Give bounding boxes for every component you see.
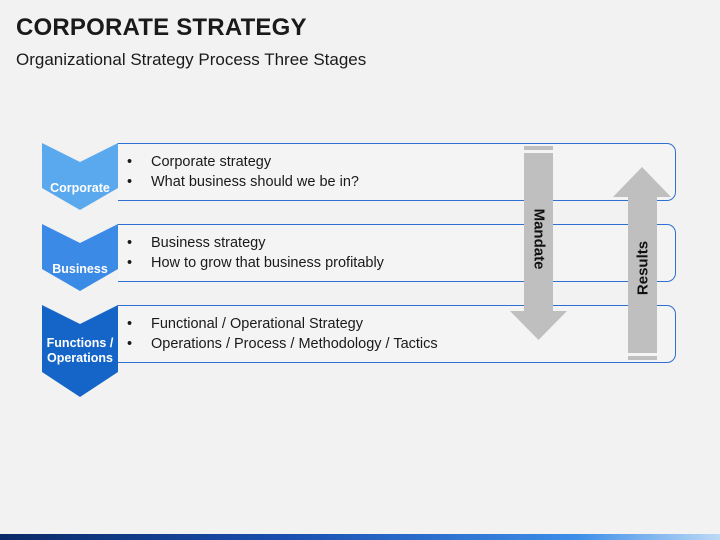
stage-box-business (118, 224, 676, 282)
mandate-arrow (510, 146, 567, 340)
stage-label-operations-line1: Functions / (46, 336, 114, 350)
list-item: •Corporate strategy (127, 154, 272, 170)
list-item: •Operations / Process / Methodology / Ta… (127, 336, 438, 352)
list-item: •Business strategy (127, 235, 266, 251)
bullet-icon: • (127, 154, 133, 170)
chevron-operations (42, 305, 118, 397)
stage-box-corporate (118, 143, 676, 201)
stage-box-operations (118, 305, 676, 363)
bullet-icon: • (127, 336, 133, 352)
stage-label-operations-line2: Operations (47, 351, 113, 365)
bullet-list-operations: •Functional / Operational Strategy •Oper… (127, 314, 438, 354)
bullet-icon: • (127, 174, 133, 190)
bullet-icon: • (127, 316, 133, 332)
results-arrow (613, 167, 671, 360)
bullet-icon: • (127, 255, 133, 271)
stage-label-operations: Functions / Operations (42, 336, 118, 366)
chevron-corporate (42, 143, 118, 210)
bullet-list-corporate: •Corporate strategy •What business shoul… (127, 152, 359, 192)
page-subtitle: Organizational Strategy Process Three St… (16, 50, 367, 69)
page-title: CORPORATE STRATEGY (16, 14, 307, 41)
stage-label-corporate: Corporate (50, 181, 110, 195)
stage-label-business: Business (52, 262, 108, 276)
bullet-list-business: •Business strategy •How to grow that bus… (127, 233, 384, 273)
list-item: •How to grow that business profitably (127, 255, 384, 271)
chevron-business (42, 224, 118, 291)
results-label: Results (634, 240, 651, 296)
list-item: •What business should we be in? (127, 174, 359, 190)
mandate-label: Mandate (530, 208, 547, 270)
footer-accent-bar (0, 534, 720, 540)
bullet-icon: • (127, 235, 133, 251)
list-item: •Functional / Operational Strategy (127, 316, 363, 332)
